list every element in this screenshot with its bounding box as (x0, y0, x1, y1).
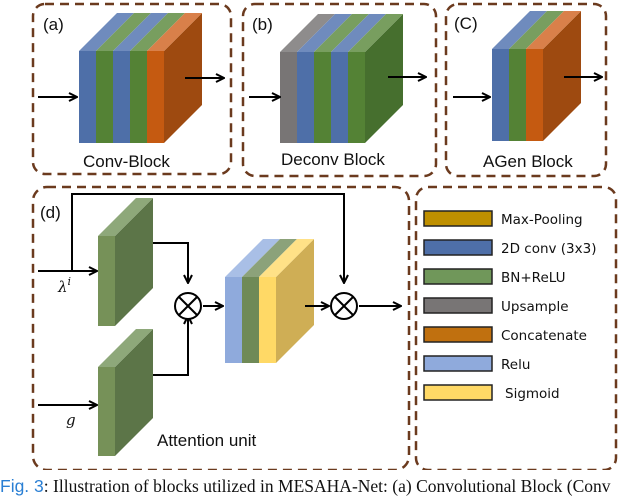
legend-swatch (423, 210, 493, 227)
agen-block-layer-concat (526, 49, 543, 141)
skip-connection-line (71, 193, 344, 283)
conv-block (79, 13, 202, 143)
legend: Max-Pooling 2D conv (3x3) BN+ReLU UpsampleC… (423, 210, 597, 402)
panel-c-frame (444, 2, 608, 178)
conv-block-layer-conv (113, 51, 130, 143)
attention-gate-layer-bn (242, 277, 259, 363)
attention-gate-block (225, 239, 314, 363)
legend-swatch (423, 355, 493, 372)
x-input-label: λi (57, 275, 71, 296)
g-input-label: g (66, 411, 76, 429)
architecture-diagram: (a) (b) (C) (d) Conv-Block Deconv Block … (31, 2, 618, 470)
panel-a-tag: (a) (43, 15, 64, 34)
legend-frame (414, 185, 618, 470)
deconv-block-layer-upsample-top (280, 14, 335, 52)
legend-label: 2D conv (3x3) (501, 241, 597, 257)
legend-item: Relu (423, 355, 530, 373)
legend-item: 2D conv (3x3) (423, 239, 597, 257)
x-input-slab-top-face (98, 198, 153, 236)
conv-block-layer-concat-top (147, 13, 202, 51)
panel-b-frame (241, 2, 438, 178)
panel-b-tag: (b) (252, 15, 273, 34)
attention-input-x-block (98, 198, 153, 326)
caption-text: : Illustration of blocks utilized in MES… (43, 476, 611, 496)
g-input-slab-front-face (98, 367, 115, 456)
attention-gate-layer-bn-top (242, 239, 297, 277)
panel-a-title: Conv-Block (83, 152, 170, 171)
deconv-block-layer-conv-top (331, 14, 386, 52)
deconv-block-layer-bn-top (348, 14, 403, 52)
multiply-node-1 (174, 292, 202, 320)
conv-block-layer-concat (147, 51, 164, 143)
x-to-multiply-line (153, 242, 188, 283)
legend-label: Concatenate (501, 328, 587, 344)
attention-gate-layer-sigmoid (259, 277, 276, 363)
agen-block-layer-concat-top (526, 11, 581, 49)
deconv-block-layer-conv (297, 52, 314, 143)
legend-swatch (423, 384, 493, 401)
deconv-block-layer-bn (314, 52, 331, 143)
agen-block-layer-conv (492, 49, 509, 141)
legend-label: Max-Pooling (501, 212, 583, 228)
agen-block (492, 11, 581, 141)
x-input-slab-side-face (115, 198, 153, 326)
conv-block-layer-bn (130, 51, 147, 143)
legend-label: Sigmoid (505, 386, 560, 402)
panel-c-title: AGen Block (483, 152, 573, 171)
deconv-block-layer-bn (348, 52, 365, 143)
panel-d-frame (31, 185, 411, 470)
legend-label: Upsample (501, 299, 569, 315)
conv-block-layer-conv (79, 51, 96, 143)
conv-block-layer-bn-top (130, 13, 185, 51)
legend-item: Concatenate (423, 326, 587, 344)
g-to-multiply-line (153, 316, 188, 376)
attention-gate-layer-relu-top (225, 239, 280, 277)
legend-swatch (423, 268, 493, 285)
multiply-node-2 (330, 292, 358, 320)
deconv-block-layer-conv (331, 52, 348, 143)
deconv-block-layer-bn-top (314, 14, 369, 52)
attention-gate-side-face (276, 239, 314, 363)
attention-gate-layer-sigmoid-top (259, 239, 314, 277)
conv-block-layer-bn (96, 51, 113, 143)
legend-item: Upsample (423, 297, 569, 315)
g-input-slab-top-face (98, 329, 153, 367)
agen-block-side-face (543, 11, 581, 141)
agen-block-layer-bn-top (509, 11, 564, 49)
legend-item: Sigmoid (423, 384, 560, 402)
agen-block-layer-bn (509, 49, 526, 141)
legend-item: BN+ReLU (423, 268, 565, 286)
legend-swatch (423, 297, 493, 314)
x-input-slab-front-face (98, 236, 115, 326)
legend-swatch (423, 239, 493, 256)
attention-input-g-block (98, 329, 153, 456)
legend-swatch (423, 326, 493, 343)
legend-label: Relu (501, 357, 530, 373)
g-input-slab-side-face (115, 329, 153, 456)
legend-item: Max-Pooling (423, 210, 583, 228)
panel-d-title: Attention unit (157, 431, 257, 450)
deconv-block-side-face (365, 14, 403, 143)
legend-label: BN+ReLU (501, 270, 565, 286)
attention-gate-layer-relu (225, 277, 242, 363)
figure-caption: Fig. 3: Illustration of blocks utilized … (0, 476, 640, 497)
panel-c-tag: (C) (454, 14, 478, 33)
deconv-block (280, 14, 403, 143)
deconv-block-layer-conv-top (297, 14, 352, 52)
deconv-block-layer-upsample (280, 52, 297, 143)
panel-a-frame (31, 2, 233, 176)
conv-block-layer-conv-top (113, 13, 168, 51)
conv-block-layer-bn-top (96, 13, 151, 51)
panel-b-title: Deconv Block (281, 150, 385, 169)
conv-block-layer-conv-top (79, 13, 134, 51)
conv-block-side-face (164, 13, 202, 143)
agen-block-layer-conv-top (492, 11, 547, 49)
panel-d-tag: (d) (40, 203, 61, 222)
caption-fig-label: Fig. 3 (0, 476, 44, 496)
